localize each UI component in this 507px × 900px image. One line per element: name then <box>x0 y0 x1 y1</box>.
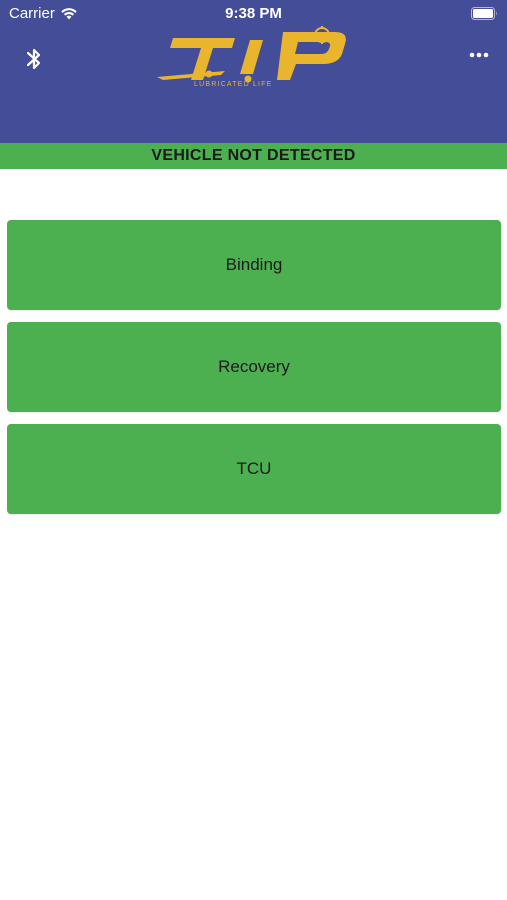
battery-icon <box>471 7 497 20</box>
more-horizontal-icon[interactable] <box>469 52 489 58</box>
status-bar: Carrier 9:38 PM <box>0 0 507 28</box>
tcu-button[interactable]: TCU <box>7 424 501 514</box>
bluetooth-icon[interactable] <box>24 45 44 73</box>
vehicle-status-banner: VEHICLE NOT DETECTED <box>0 143 507 169</box>
app-header: Carrier 9:38 PM LUBRICATE <box>0 0 507 143</box>
tip-logo <box>157 26 346 83</box>
logo-tagline: LUBRICATED LIFE <box>194 81 273 88</box>
recovery-button[interactable]: Recovery <box>7 322 501 412</box>
status-time: 9:38 PM <box>225 5 282 22</box>
carrier-info: Carrier <box>9 5 78 22</box>
wifi-icon <box>61 8 77 20</box>
binding-button[interactable]: Binding <box>7 220 501 310</box>
carrier-label: Carrier <box>9 5 55 22</box>
